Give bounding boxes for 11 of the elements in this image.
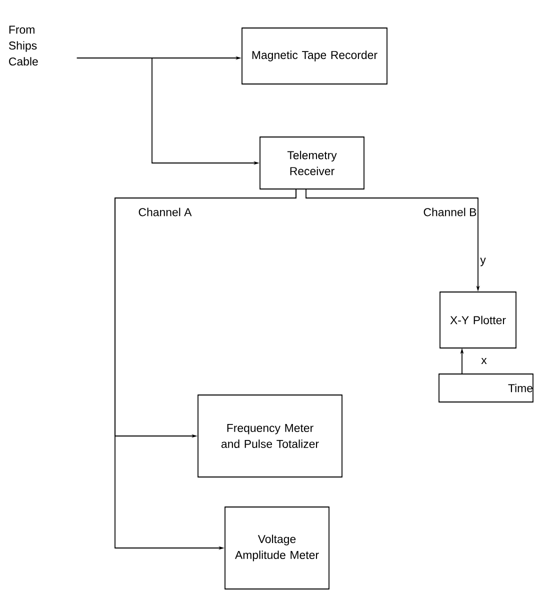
- channel-label: Channel A: [138, 208, 192, 216]
- source-label: From Ships Cable: [8, 26, 38, 66]
- process-box: Frequency Meter and Pulse Totalizer: [198, 394, 342, 478]
- process-box: X-Y Plotter: [440, 292, 516, 348]
- process-box: Time: [438, 374, 534, 402]
- edge-label: x: [480, 356, 488, 366]
- process-box: Voltage Amplitude Meter: [224, 506, 330, 590]
- channel-label: Channel B: [424, 208, 476, 216]
- process-box: Magnetic Tape Recorder: [242, 28, 388, 84]
- edge-label: y: [479, 256, 487, 268]
- process-box: Telemetry Receiver: [260, 136, 364, 190]
